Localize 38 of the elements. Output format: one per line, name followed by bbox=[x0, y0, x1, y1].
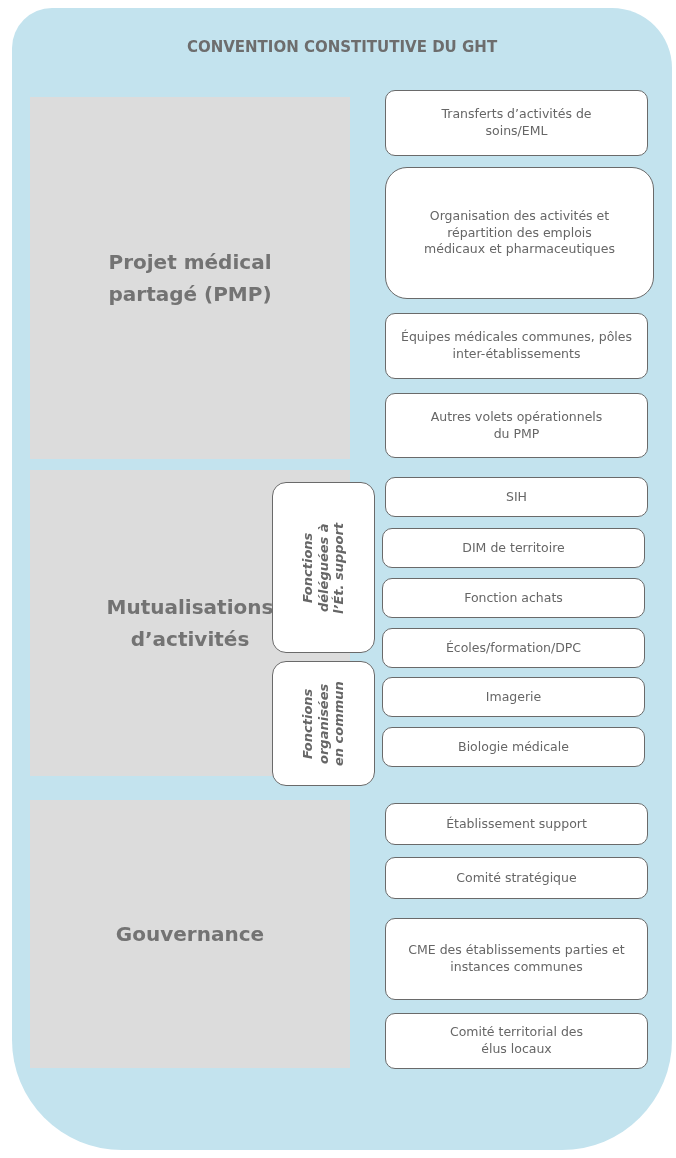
rounded-box bbox=[382, 528, 645, 568]
rounded-box bbox=[382, 578, 645, 618]
rounded-box bbox=[385, 313, 648, 379]
rounded-box bbox=[272, 482, 375, 653]
container-panel bbox=[12, 8, 672, 1150]
vertical-text: Fonctions organisées en commun bbox=[300, 680, 347, 768]
rounded-box bbox=[382, 628, 645, 668]
rounded-box bbox=[385, 918, 648, 1000]
rounded-box bbox=[382, 727, 645, 767]
box-text: Comité stratégique bbox=[455, 869, 578, 887]
rounded-box bbox=[385, 90, 648, 156]
box-text: DIM de territoire bbox=[461, 539, 566, 557]
section-title: Projet médical partagé (PMP) bbox=[107, 249, 273, 308]
box-text: Biologie médicale bbox=[457, 738, 570, 756]
rounded-box bbox=[385, 393, 648, 458]
box-text: Organisation des activités et répartition des emplois médicaux et pharmaceutiques bbox=[423, 207, 616, 259]
box-text: Fonction achats bbox=[463, 589, 564, 607]
box-text: Autres volets opérationnels du PMP bbox=[429, 408, 604, 443]
section-band bbox=[30, 97, 350, 459]
rounded-box bbox=[385, 803, 648, 845]
rounded-box bbox=[385, 857, 648, 899]
box-text: Comité territorial des élus locaux bbox=[448, 1024, 585, 1058]
box-text: Imagerie bbox=[484, 688, 543, 706]
rounded-box bbox=[385, 1013, 648, 1069]
rounded-box bbox=[385, 477, 648, 517]
box-text: SIH bbox=[505, 488, 528, 506]
section-band bbox=[30, 800, 350, 1068]
vertical-text: Fonctions déléguées à l’Ét. support bbox=[300, 520, 347, 616]
section-title: Gouvernance bbox=[114, 921, 266, 948]
box-text: Équipes médicales communes, pôles inter-établissements bbox=[400, 329, 633, 363]
box-text: Transferts d’activités de soins/EML bbox=[440, 106, 593, 140]
box-text: CME des établissements parties et instances communes bbox=[407, 942, 626, 976]
rounded-box bbox=[382, 677, 645, 717]
box-text: Écoles/formation/DPC bbox=[444, 639, 583, 657]
rounded-box bbox=[385, 167, 654, 299]
rounded-box bbox=[272, 661, 375, 786]
box-text: Établissement support bbox=[445, 815, 588, 833]
header-text: CONVENTION CONSTITUTIVE DU GHT bbox=[185, 38, 499, 56]
